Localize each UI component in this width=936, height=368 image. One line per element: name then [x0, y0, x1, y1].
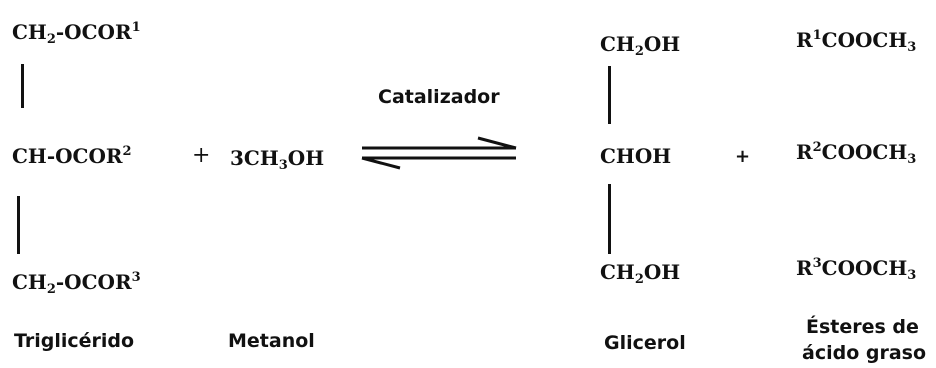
- methanol-formula: 3CH3OH: [230, 146, 325, 172]
- methanol-formula-oh: OH: [287, 146, 325, 170]
- ester-2-sub: 3: [907, 152, 917, 167]
- triglyceride-bond-upper: [21, 64, 24, 108]
- ester-3: R3COOCH3: [796, 256, 916, 282]
- triglyceride-line-2-text: CH-OCOR: [12, 144, 123, 168]
- ester-1-cooch: COOCH: [821, 28, 908, 52]
- glycerol-line-1: CH2OH: [600, 32, 681, 58]
- glycerol-line-2: CHOH: [600, 144, 672, 168]
- ester-3-sub: 3: [907, 268, 917, 283]
- ester-1-sup: 1: [812, 28, 822, 43]
- methanol-formula-ch: 3CH: [230, 146, 279, 170]
- catalyst-label: Catalizador: [378, 86, 500, 108]
- triglyceride-line-3-ch: CH: [12, 270, 47, 294]
- ester-2-cooch: COOCH: [821, 140, 908, 164]
- triglyceride-label: Triglicérido: [14, 330, 135, 352]
- methanol-formula-sub: 3: [278, 158, 288, 173]
- triglyceride-line-1-sup: 1: [131, 20, 141, 35]
- triglyceride-line-1-sub: 2: [46, 32, 56, 47]
- triglyceride-line-2: CH-OCOR2: [12, 144, 132, 168]
- ester-1-r: R: [796, 28, 813, 52]
- triglyceride-bond-lower: [17, 196, 20, 254]
- ester-2-r: R: [796, 140, 813, 164]
- triglyceride-line-3-sub: 2: [46, 282, 56, 297]
- glycerol-line-3-ch: CH: [600, 260, 635, 284]
- reverse-arrow-barb: [361, 156, 401, 170]
- methanol-label: Metanol: [228, 330, 315, 352]
- triglyceride-line-3-sup: 3: [131, 270, 141, 285]
- ester-2-sup: 2: [812, 140, 822, 155]
- esters-label-line-2: ácido graso: [802, 342, 927, 364]
- esters-label-line-1: Ésteres de: [806, 316, 919, 338]
- equilibrium-arrows-icon: [361, 136, 517, 170]
- glycerol-bond-lower: [608, 184, 611, 254]
- ester-3-cooch: COOCH: [821, 256, 908, 280]
- ester-3-sup: 3: [812, 256, 822, 271]
- triglyceride-line-1: CH2-OCOR1: [12, 20, 141, 46]
- triglyceride-line-1-ocor: -OCOR: [55, 20, 132, 44]
- triglyceride-line-3-ocor: -OCOR: [55, 270, 132, 294]
- plus-sign-left: +: [192, 143, 211, 168]
- ester-2: R2COOCH3: [796, 140, 916, 166]
- triglyceride-line-1-ch: CH: [12, 20, 47, 44]
- triglyceride-line-3: CH2-OCOR3: [12, 270, 141, 296]
- glycerol-line-3: CH2OH: [600, 260, 681, 286]
- ester-3-r: R: [796, 256, 813, 280]
- glycerol-line-1-oh: OH: [643, 32, 681, 56]
- ester-1-sub: 3: [907, 40, 917, 55]
- glycerol-line-1-ch: CH: [600, 32, 635, 56]
- plus-sign-right: +: [735, 146, 751, 167]
- glycerol-line-1-sub: 2: [634, 44, 644, 59]
- glycerol-bond-upper: [608, 66, 611, 124]
- forward-arrow-barb: [477, 136, 517, 150]
- triglyceride-line-2-sup: 2: [122, 144, 132, 159]
- glycerol-label: Glicerol: [604, 332, 686, 354]
- ester-1: R1COOCH3: [796, 28, 916, 54]
- glycerol-line-3-sub: 2: [634, 272, 644, 287]
- glycerol-line-3-oh: OH: [643, 260, 681, 284]
